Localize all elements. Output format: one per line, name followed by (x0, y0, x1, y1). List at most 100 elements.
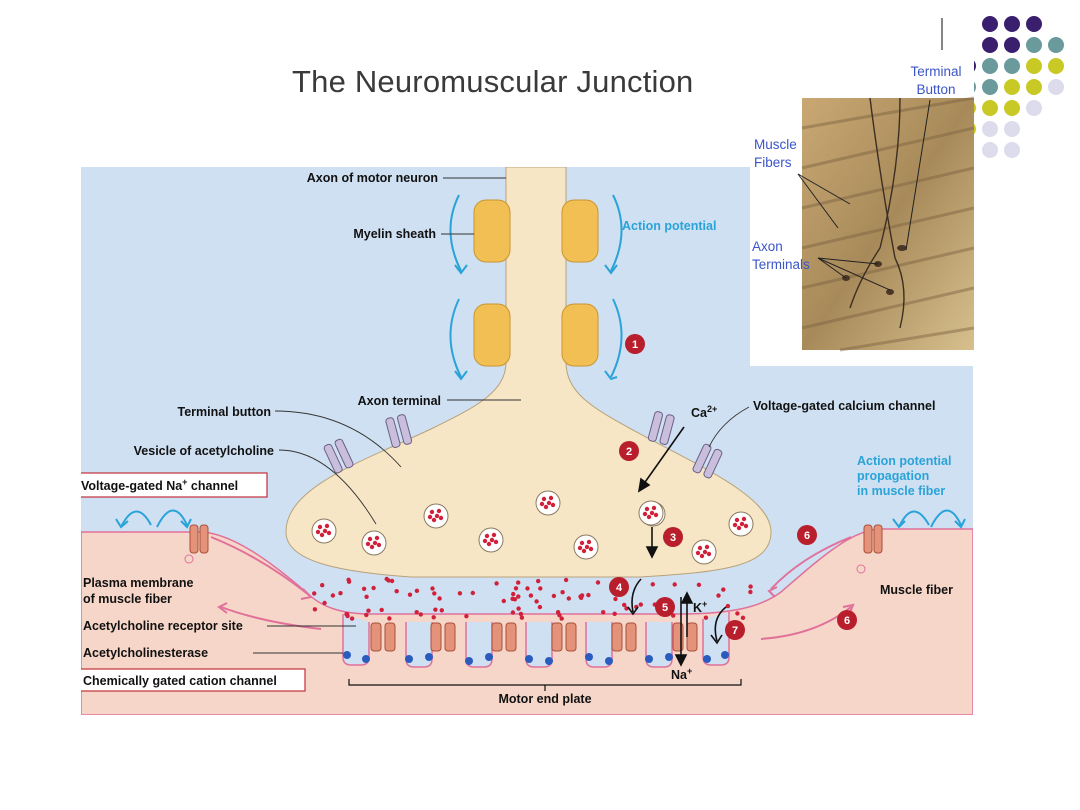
myelin-sheath (473, 199, 599, 367)
deco-dot (1026, 79, 1042, 95)
ach-molecule (338, 591, 343, 596)
deco-dot (1048, 79, 1064, 95)
svg-text:4: 4 (616, 582, 623, 594)
ach-molecule (536, 578, 541, 584)
deco-dot (1048, 37, 1064, 53)
end-plate-bracket (348, 679, 742, 691)
svg-text:Na+: Na+ (671, 666, 692, 682)
ach-molecule (418, 612, 423, 617)
ach-molecule (537, 604, 543, 610)
ach-molecule (559, 616, 564, 621)
ach-molecule (579, 595, 584, 600)
step-badge-4: 4 (609, 577, 629, 597)
ach-molecule (414, 588, 420, 593)
ach-molecule (322, 600, 327, 606)
label-plasma-membrane-2: of muscle fiber (83, 592, 172, 606)
photo-label-terminal-1: Terminal (910, 64, 961, 79)
ach-molecule (513, 586, 519, 591)
ach-molecule (464, 614, 469, 619)
deco-dot (1004, 37, 1020, 53)
ach-molecule (595, 580, 601, 585)
deco-dot (982, 37, 998, 53)
vesicle (728, 511, 754, 537)
deco-dot (1004, 121, 1020, 137)
label-vg-na-channel-box: Voltage-gated Na+ channel (81, 472, 268, 498)
ach-molecule (432, 591, 437, 596)
vesicle (423, 503, 449, 529)
photo-label-axon-1: Axon (752, 239, 783, 254)
ach-molecule (439, 608, 444, 613)
photo-label-muscle-2: Fibers (754, 155, 792, 170)
ach-molecule (389, 578, 395, 584)
label-ap-propagation-3: in muscle fiber (857, 484, 945, 498)
svg-text:2: 2 (626, 446, 632, 458)
ach-molecule (470, 590, 475, 596)
deco-dot (982, 121, 998, 137)
deco-dot (982, 100, 998, 116)
label-vesicle-ach: Vesicle of acetylcholine (134, 444, 274, 458)
label-vg-ca-channel: Voltage-gated calcium channel (753, 399, 935, 413)
ach-molecule (312, 607, 318, 612)
ach-molecule (586, 592, 591, 598)
deco-dot (1004, 58, 1020, 74)
action-potential-arrows (449, 194, 623, 381)
propagation-arrows (115, 509, 966, 529)
ach-molecule (725, 603, 731, 609)
svg-text:Voltage-gated Na+ channel: Voltage-gated Na+ channel (81, 477, 238, 493)
photo-label-terminal-2: Button (916, 82, 955, 97)
ach-molecule (601, 610, 606, 615)
ach-molecule (538, 586, 543, 591)
label-na: Na (671, 668, 688, 682)
ach-molecule (414, 610, 419, 615)
label-vg-na: Voltage-gated Na (81, 479, 183, 493)
svg-text:3: 3 (670, 532, 676, 544)
svg-text:6: 6 (804, 530, 810, 542)
step-badge-1: 1 (625, 334, 645, 354)
ach-molecule (379, 607, 384, 613)
ach-molecule (560, 590, 565, 595)
label-ca: Ca (691, 406, 708, 420)
deco-dot (982, 142, 998, 158)
deco-dot (1048, 58, 1064, 74)
ach-molecule (624, 606, 629, 611)
step-badge-5: 5 (655, 597, 675, 617)
ach-molecule (516, 580, 521, 585)
ach-molecule (638, 602, 643, 607)
ach-molecule (525, 586, 530, 591)
svg-text:5: 5 (662, 602, 668, 614)
ach-molecule (510, 596, 515, 601)
deco-dot (1004, 142, 1020, 158)
label-motor-end-plate: Motor end plate (498, 692, 591, 706)
label-k-sup: + (702, 599, 707, 609)
svg-text:K+: K+ (693, 599, 707, 615)
micrograph-photo: Terminal Button Muscle Fibers Axon Termi… (750, 58, 974, 366)
ach-molecule (519, 615, 525, 620)
ach-molecule (407, 592, 413, 597)
deco-dot (1026, 58, 1042, 74)
label-k: K (693, 601, 702, 615)
ach-molecule (457, 591, 463, 596)
label-ach-receptor-site: Acetylcholine receptor site (83, 619, 243, 633)
deco-dot (1026, 100, 1042, 116)
vesicle (535, 490, 561, 516)
label-muscle-fiber: Muscle fiber (880, 583, 953, 597)
label-myelin-sheath: Myelin sheath (353, 227, 436, 241)
label-na-sup: + (687, 666, 692, 676)
label-terminal-button: Terminal button (177, 405, 271, 419)
label-ap-propagation-1: Action potential (857, 454, 951, 468)
ach-molecule (320, 583, 325, 588)
deco-dot (1026, 16, 1042, 32)
ach-molecule (671, 613, 676, 618)
label-leader-lines (253, 177, 750, 654)
label-action-potential: Action potential (622, 219, 716, 233)
label-ca-sup: 2+ (707, 404, 717, 414)
ach-molecule (563, 577, 569, 583)
ach-molecule (748, 584, 753, 589)
svg-text:1: 1 (632, 339, 638, 351)
step-badge-2: 2 (619, 441, 639, 461)
label-ap-propagation-2: propagation (857, 469, 929, 483)
acetylcholine-receptors (370, 622, 698, 652)
ach-molecule (516, 606, 521, 611)
ion-flow-arrows (637, 426, 694, 667)
step-badge-6b: 6 (837, 610, 857, 630)
